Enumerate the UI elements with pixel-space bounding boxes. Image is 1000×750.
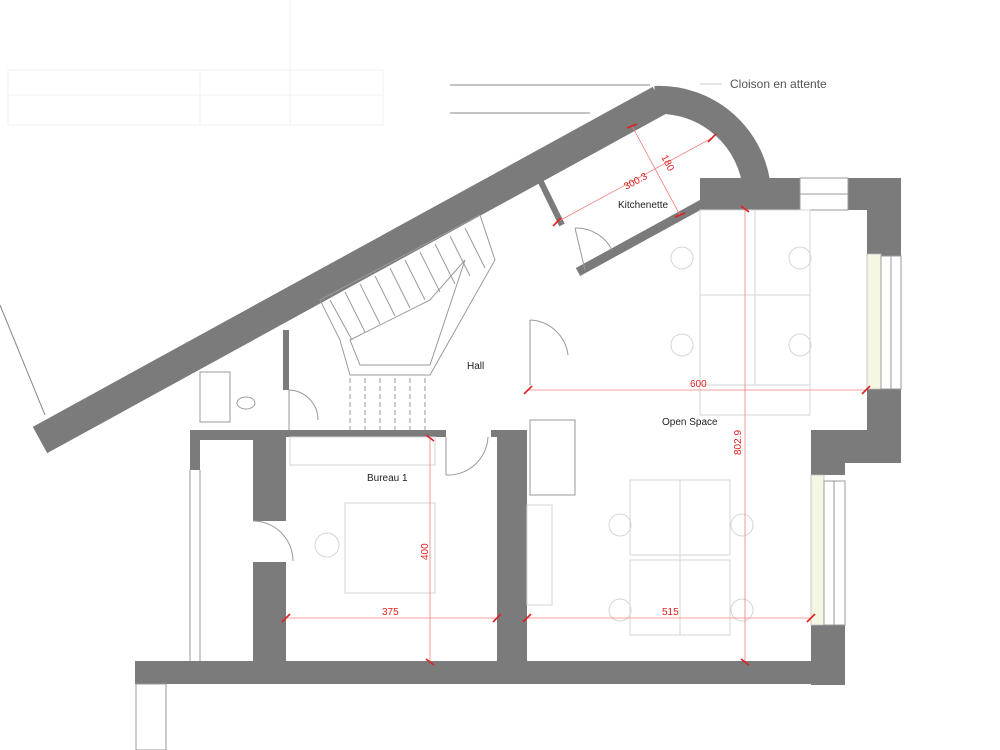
diagonal-wall xyxy=(32,86,668,454)
staircase xyxy=(319,214,496,430)
toilet-icon xyxy=(236,396,256,410)
dim-bureau-width: 375 xyxy=(382,607,399,618)
dim-kitchen-length: 300.3 xyxy=(622,171,650,193)
faded-area-table xyxy=(7,0,384,126)
dim-bureau-depth: 400 xyxy=(420,543,431,560)
room-label-kitchenette: Kitchenette xyxy=(618,200,668,211)
curved-wall xyxy=(654,85,771,192)
room-label-open-space: Open Space xyxy=(662,417,718,428)
dimension-lines: 300.3 180 600 802.9 400 375 515 xyxy=(281,123,871,666)
furniture xyxy=(289,209,812,636)
room-label-bureau: Bureau 1 xyxy=(367,473,408,484)
partition-note: Cloison en attente xyxy=(730,77,827,91)
room-label-hall: Hall xyxy=(467,361,484,372)
dim-open-space-lower-width: 515 xyxy=(662,607,679,618)
walls xyxy=(32,85,901,685)
windows xyxy=(135,177,902,750)
dim-kitchen-width: 180 xyxy=(658,153,676,173)
doors xyxy=(252,227,613,562)
leader-lines xyxy=(0,83,722,416)
dim-open-space-depth: 802.9 xyxy=(733,430,744,455)
dim-open-space-width: 600 xyxy=(690,379,707,390)
